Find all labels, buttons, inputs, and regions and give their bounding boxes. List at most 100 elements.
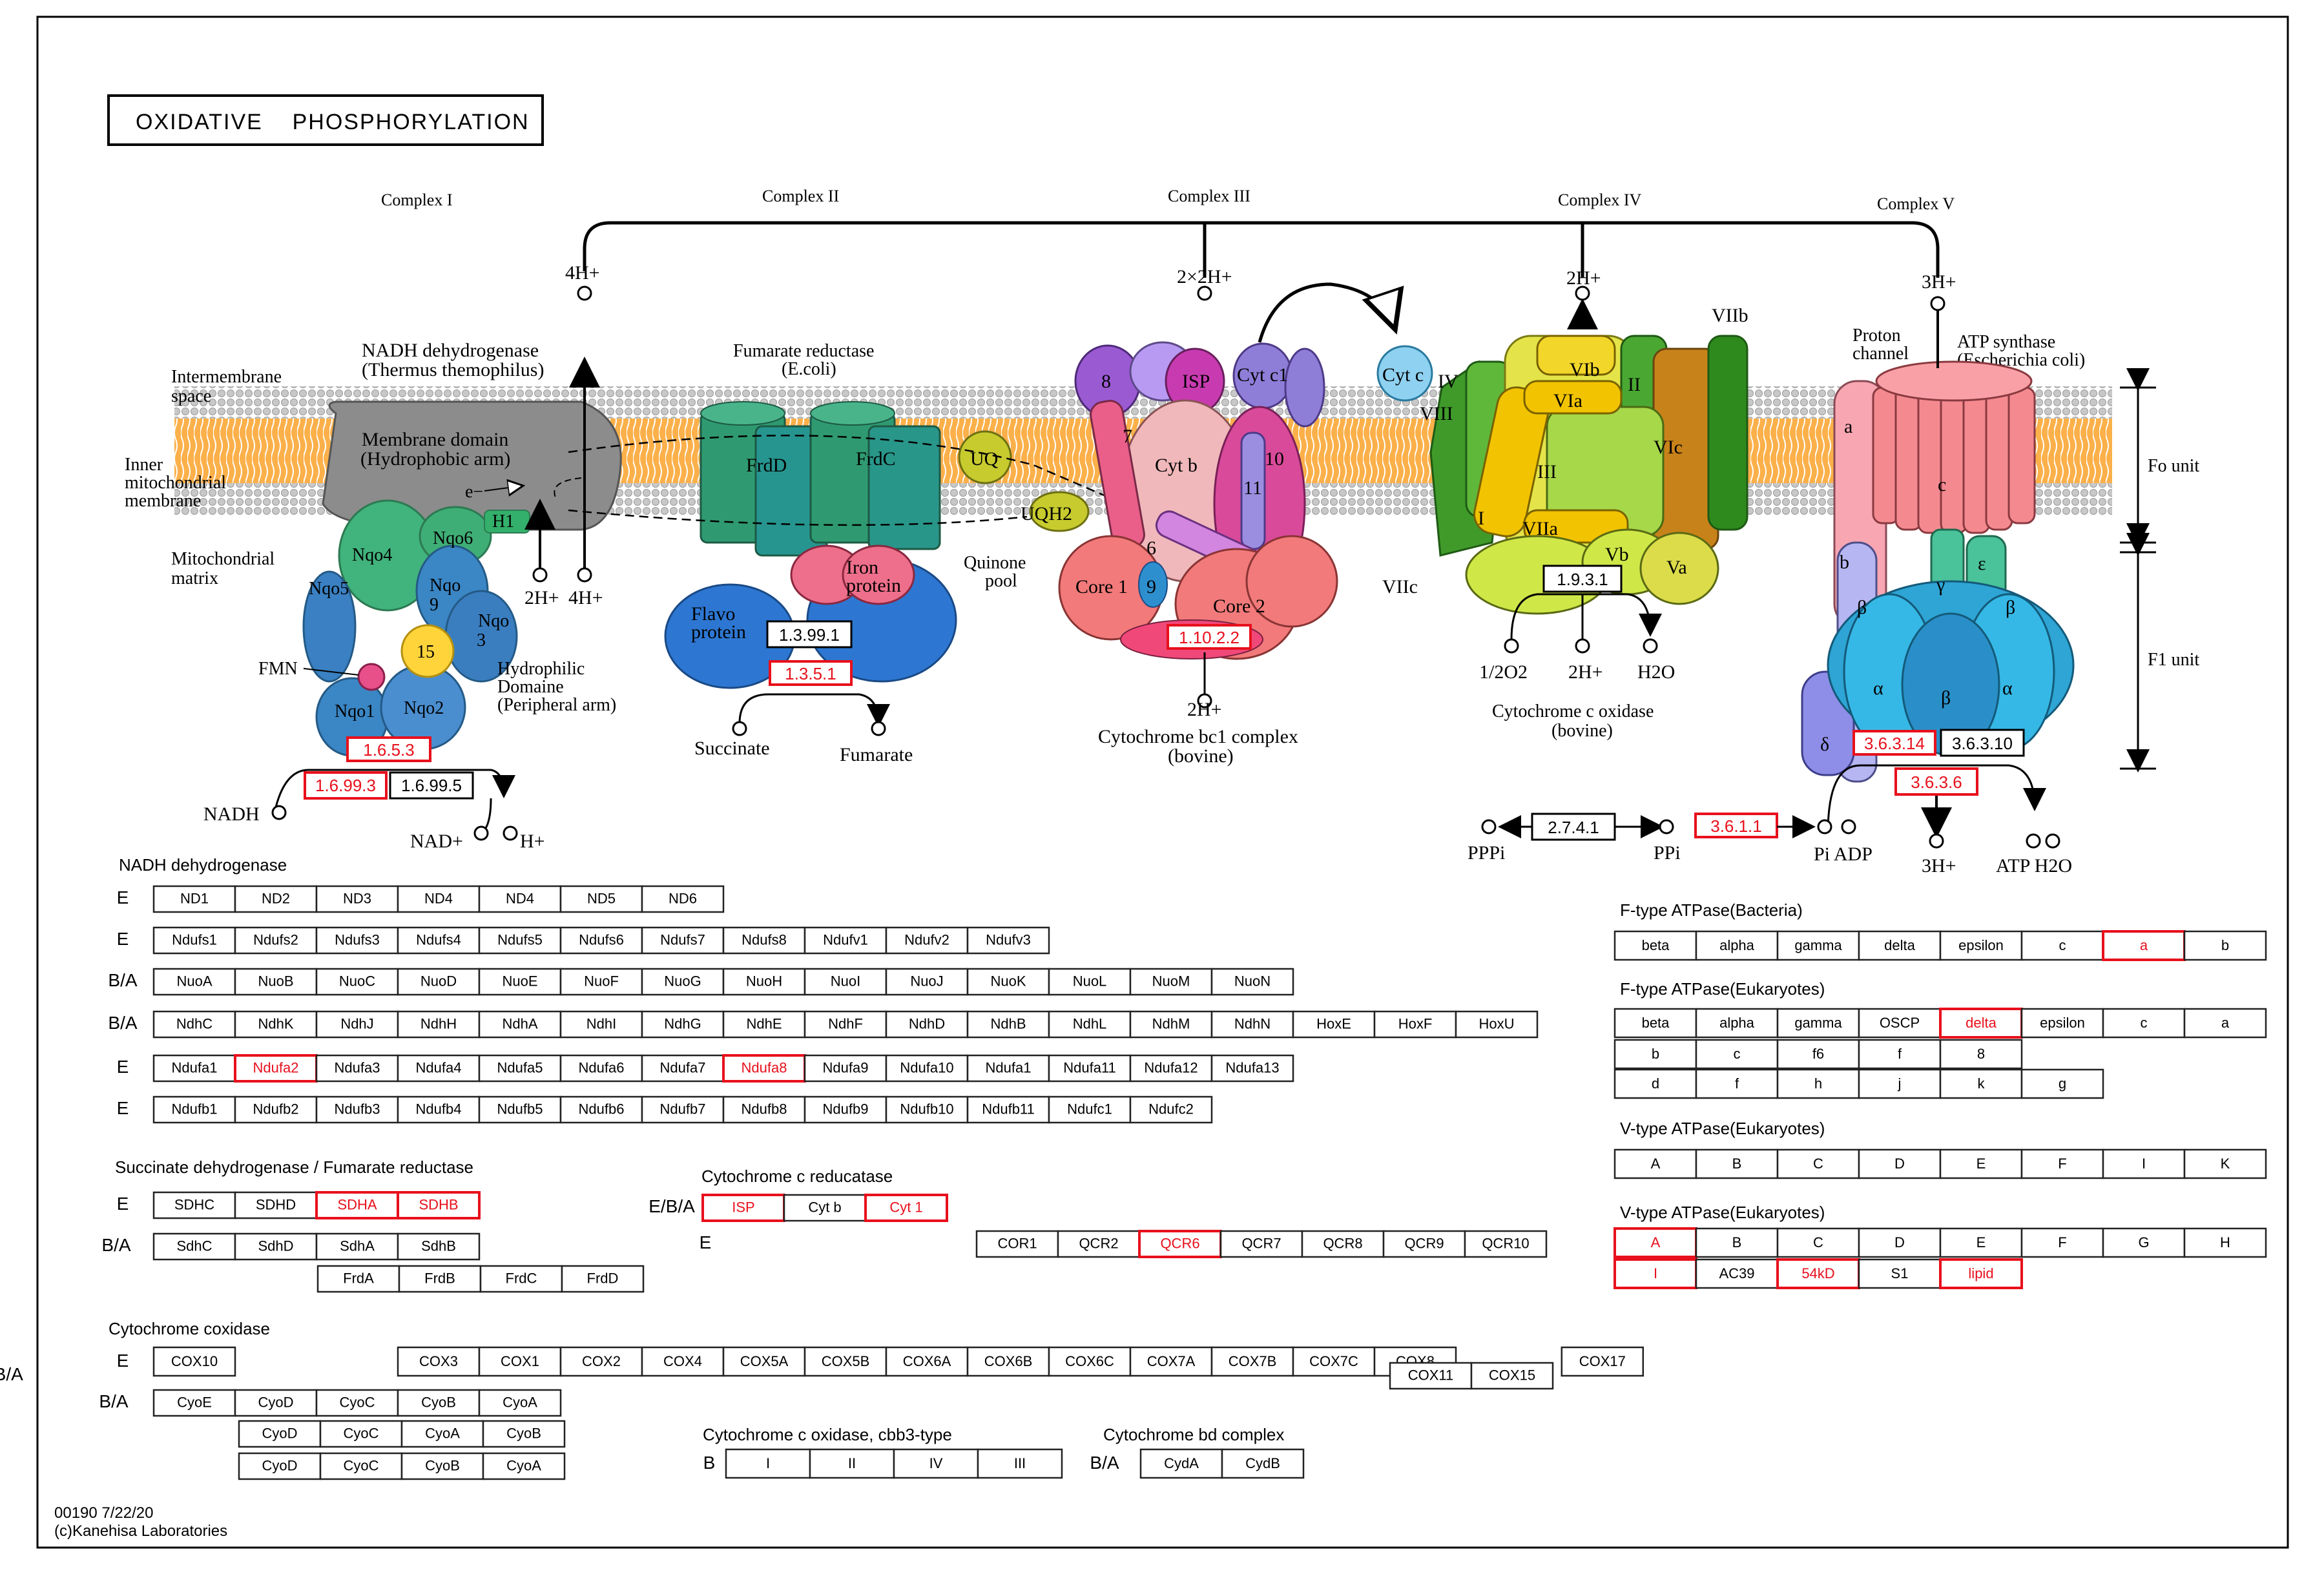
gene-cell[interactable]: Ndufs2 bbox=[234, 926, 318, 955]
gene-cell[interactable]: Ndufb8 bbox=[722, 1095, 806, 1124]
gene-cell[interactable]: H bbox=[2183, 1227, 2267, 1258]
gene-cell[interactable]: Ndufa9 bbox=[804, 1054, 887, 1083]
ec-number[interactable]: 1.10.2.2 bbox=[1179, 628, 1240, 647]
gene-cell[interactable]: SdhC bbox=[152, 1232, 236, 1261]
gene-cell[interactable]: NdhM bbox=[1129, 1010, 1213, 1039]
gene-cell[interactable]: CyoB bbox=[400, 1452, 484, 1480]
gene-cell[interactable]: AC39 bbox=[1695, 1258, 1779, 1289]
gene-cell[interactable]: QCR9 bbox=[1382, 1230, 1466, 1258]
gene-cell[interactable]: K bbox=[2183, 1148, 2267, 1179]
gene-cell[interactable]: A bbox=[1613, 1227, 1697, 1258]
gene-cell[interactable]: j bbox=[1858, 1068, 1942, 1099]
gene-cell[interactable]: C bbox=[1776, 1148, 1860, 1179]
gene-cell[interactable]: COX11 bbox=[1389, 1362, 1473, 1390]
gene-cell[interactable]: gamma bbox=[1776, 1008, 1860, 1039]
gene-cell[interactable]: NdhN bbox=[1210, 1010, 1294, 1039]
gene-cell[interactable]: d bbox=[1613, 1068, 1697, 1099]
gene-cell[interactable]: COX10 bbox=[152, 1346, 236, 1377]
gene-cell[interactable]: OSCP bbox=[1858, 1008, 1942, 1039]
gene-cell[interactable]: COX2 bbox=[559, 1346, 643, 1377]
gene-cell[interactable]: Ndufb10 bbox=[885, 1095, 969, 1124]
gene-cell[interactable]: COX5A bbox=[722, 1346, 806, 1377]
gene-cell[interactable]: NdhA bbox=[478, 1010, 562, 1039]
ec-number[interactable]: 3.6.1.1 bbox=[1710, 816, 1762, 836]
gene-cell[interactable]: Ndufv3 bbox=[966, 926, 1050, 955]
gene-cell[interactable]: HoxF bbox=[1373, 1010, 1457, 1039]
gene-cell[interactable]: Ndufb4 bbox=[397, 1095, 481, 1124]
gene-cell[interactable]: QCR8 bbox=[1301, 1230, 1385, 1258]
gene-cell[interactable]: Ndufs6 bbox=[559, 926, 643, 955]
gene-cell[interactable]: NdhE bbox=[722, 1010, 806, 1039]
gene-cell[interactable]: Ndufa6 bbox=[559, 1054, 643, 1083]
gene-cell[interactable]: NdhL bbox=[1048, 1010, 1132, 1039]
gene-cell[interactable]: C bbox=[1776, 1227, 1860, 1258]
gene-cell[interactable]: NuoM bbox=[1129, 968, 1213, 996]
gene-cell[interactable]: ND5 bbox=[559, 885, 643, 913]
gene-cell[interactable]: HoxE bbox=[1292, 1010, 1376, 1039]
gene-cell[interactable]: NuoH bbox=[722, 968, 806, 996]
gene-cell[interactable]: SdhA bbox=[315, 1232, 399, 1261]
gene-cell[interactable]: gamma bbox=[1776, 930, 1860, 961]
gene-cell[interactable]: Ndufs7 bbox=[641, 926, 725, 955]
gene-cell[interactable]: NuoE bbox=[478, 968, 562, 996]
gene-cell[interactable]: I bbox=[1613, 1258, 1697, 1289]
gene-cell[interactable]: Ndufb7 bbox=[641, 1095, 725, 1124]
gene-cell[interactable]: Ndufa11 bbox=[1048, 1054, 1132, 1083]
gene-cell[interactable]: I bbox=[725, 1448, 811, 1479]
gene-cell[interactable]: CyoC bbox=[319, 1452, 403, 1480]
gene-cell[interactable]: FrdA bbox=[316, 1265, 400, 1293]
gene-cell[interactable]: CyoA bbox=[478, 1389, 562, 1417]
gene-cell[interactable]: Ndufb2 bbox=[234, 1095, 318, 1124]
gene-cell[interactable]: f6 bbox=[1776, 1039, 1860, 1070]
gene-cell[interactable]: k bbox=[1939, 1068, 2023, 1099]
gene-cell[interactable]: CyoB bbox=[482, 1420, 566, 1448]
gene-cell[interactable]: NdhB bbox=[966, 1010, 1050, 1039]
gene-cell[interactable]: NdhF bbox=[804, 1010, 887, 1039]
gene-cell[interactable]: COX6C bbox=[1048, 1346, 1132, 1377]
gene-cell[interactable]: NuoA bbox=[152, 968, 236, 996]
gene-cell[interactable]: beta bbox=[1613, 930, 1697, 961]
gene-cell[interactable]: SdhB bbox=[397, 1232, 481, 1261]
ec-number[interactable]: 3.6.3.6 bbox=[1911, 772, 1962, 792]
gene-cell[interactable]: QCR2 bbox=[1057, 1230, 1141, 1258]
ec-number[interactable]: 1.6.99.3 bbox=[315, 776, 376, 795]
gene-cell[interactable]: E bbox=[1939, 1148, 2023, 1179]
gene-cell[interactable]: NdhJ bbox=[315, 1010, 399, 1039]
gene-cell[interactable]: c bbox=[2020, 930, 2104, 961]
gene-cell[interactable]: Ndufa1 bbox=[966, 1054, 1050, 1083]
gene-cell[interactable]: Ndufb3 bbox=[315, 1095, 399, 1124]
gene-cell[interactable]: QCR6 bbox=[1138, 1230, 1222, 1258]
gene-cell[interactable]: SDHD bbox=[234, 1191, 318, 1219]
gene-cell[interactable]: B bbox=[1695, 1227, 1779, 1258]
gene-cell[interactable]: I bbox=[2102, 1148, 2186, 1179]
gene-cell[interactable]: beta bbox=[1613, 1008, 1697, 1039]
gene-cell[interactable]: c bbox=[2102, 1008, 2186, 1039]
gene-cell[interactable]: g bbox=[2020, 1068, 2104, 1099]
gene-cell[interactable]: Ndufs5 bbox=[478, 926, 562, 955]
gene-cell[interactable]: c bbox=[1695, 1039, 1779, 1070]
gene-cell[interactable]: CyoD bbox=[238, 1420, 322, 1448]
gene-cell[interactable]: QCR7 bbox=[1219, 1230, 1303, 1258]
gene-cell[interactable]: S1 bbox=[1858, 1258, 1942, 1289]
gene-cell[interactable]: COX6B bbox=[966, 1346, 1050, 1377]
gene-cell[interactable]: Ndufa5 bbox=[478, 1054, 562, 1083]
gene-cell[interactable]: Cyt b bbox=[783, 1194, 867, 1222]
gene-cell[interactable]: CyoC bbox=[319, 1420, 403, 1448]
gene-cell[interactable]: FrdD bbox=[561, 1265, 645, 1293]
gene-cell[interactable]: NuoB bbox=[234, 968, 318, 996]
gene-cell[interactable]: ND6 bbox=[641, 885, 725, 913]
gene-cell[interactable]: SDHA bbox=[315, 1191, 399, 1219]
gene-cell[interactable]: Ndufa2 bbox=[234, 1054, 318, 1083]
gene-cell[interactable]: SdhD bbox=[234, 1232, 318, 1261]
gene-cell[interactable]: CyoD bbox=[238, 1452, 322, 1480]
gene-cell[interactable]: ND2 bbox=[234, 885, 318, 913]
gene-cell[interactable]: Ndufb9 bbox=[804, 1095, 887, 1124]
gene-cell[interactable]: Ndufb6 bbox=[559, 1095, 643, 1124]
gene-cell[interactable]: NdhH bbox=[397, 1010, 481, 1039]
gene-cell[interactable]: NuoF bbox=[559, 968, 643, 996]
gene-cell[interactable]: D bbox=[1858, 1148, 1942, 1179]
gene-cell[interactable]: ND3 bbox=[315, 885, 399, 913]
gene-cell[interactable]: h bbox=[1776, 1068, 1860, 1099]
gene-cell[interactable]: COX5B bbox=[804, 1346, 887, 1377]
gene-cell[interactable]: B bbox=[1695, 1148, 1779, 1179]
